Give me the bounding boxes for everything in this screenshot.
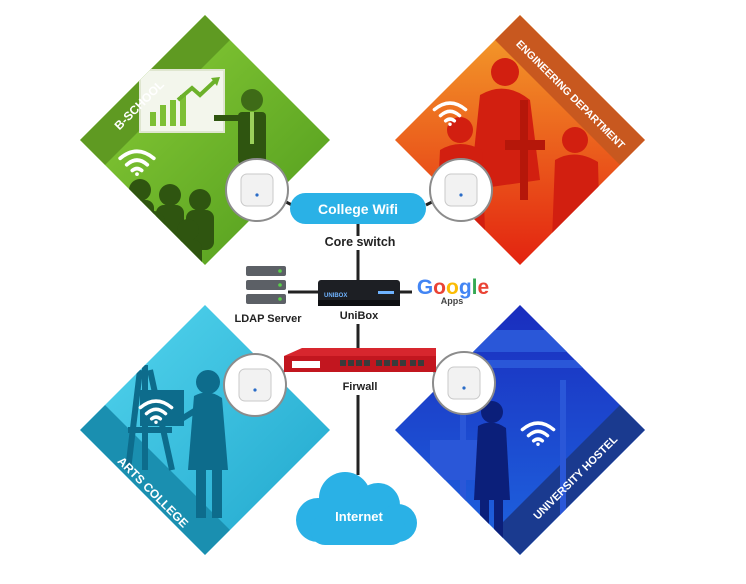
firewall-label: Firwall	[342, 381, 378, 393]
google-apps-label: Apps	[440, 296, 464, 306]
ldap-server-icon	[246, 266, 286, 304]
zone-arts: ARTS COLLEGE	[80, 305, 330, 555]
firewall-icon	[284, 348, 436, 372]
zone-bschool: B-SCHOOL	[80, 15, 330, 265]
google-logo-letter: e	[477, 276, 490, 299]
ldap-server-label: LDAP Server	[234, 313, 302, 325]
google-logo-letter: o	[445, 276, 459, 299]
internet-cloud-icon	[296, 472, 417, 545]
google-logo-letter: o	[433, 276, 446, 299]
audience-icon	[108, 179, 214, 265]
core-switch-label: Core switch	[324, 235, 396, 249]
internet-label: Internet	[335, 508, 383, 524]
google-logo-letter: g	[458, 276, 472, 299]
access-point-br	[432, 351, 496, 415]
google-logo-letter: l	[471, 276, 478, 299]
zone-engineering: ENGINEERING DEPARTMENT	[395, 15, 645, 265]
access-point-tl	[225, 158, 289, 222]
college-wifi-pill: College Wifi	[290, 193, 426, 224]
artist-icon	[178, 370, 228, 518]
google-logo-letter: G	[416, 276, 434, 299]
unibox-device-icon: UNIBOX	[318, 280, 400, 306]
unibox-label: UniBox	[339, 310, 379, 322]
zone-hostel: UNIVERSITY HOSTEL	[395, 305, 645, 555]
access-point-tr	[429, 158, 493, 222]
access-point-bl	[223, 353, 287, 417]
unibox-device-label: UNIBOX	[324, 293, 347, 299]
